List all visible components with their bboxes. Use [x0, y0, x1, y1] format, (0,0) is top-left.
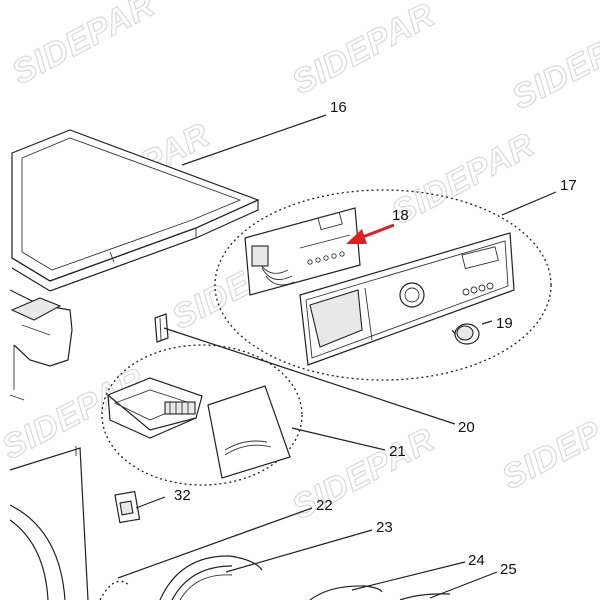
part-24-ring — [309, 585, 383, 600]
part-18-control-board — [244, 207, 361, 296]
highlight-arrow — [346, 223, 395, 244]
part-label-22: 22 — [316, 497, 333, 514]
part-20-clip — [154, 313, 169, 343]
part-label-24: 24 — [468, 552, 485, 569]
watermark: SIDEPAR — [386, 125, 541, 232]
part-17-group-outline — [214, 189, 552, 381]
part-25-ring — [399, 593, 451, 600]
part-label-32: 32 — [174, 487, 191, 504]
leader-lines — [117, 114, 557, 599]
part-label-20: 20 — [458, 419, 475, 436]
part-label-23: 23 — [376, 519, 393, 536]
part-16-top-cover — [11, 129, 260, 292]
watermark: SIDEPAR — [286, 0, 441, 102]
part-19-knob — [451, 323, 480, 345]
part-23-door-seal — [159, 555, 263, 600]
part-label-18: 18 — [392, 207, 409, 224]
watermark: SIDEPAR — [6, 0, 161, 92]
part-32-connector — [114, 490, 141, 524]
part-label-17: 17 — [560, 177, 577, 194]
part-21-group-outline — [101, 344, 303, 486]
part-label-21: 21 — [389, 443, 406, 460]
part-label-16: 16 — [330, 99, 347, 116]
part-17-control-panel — [299, 232, 515, 366]
part-labels: 16 17 18 19 20 21 22 23 24 25 32 — [174, 99, 577, 578]
part-21-dispenser-drawer — [106, 377, 291, 479]
watermark: SIDEPAR — [506, 10, 600, 117]
part-label-25: 25 — [500, 561, 517, 578]
door-ring-fragment — [9, 504, 131, 600]
cabinet-left-fragment — [9, 289, 89, 600]
watermark: SIDEPAR — [286, 420, 441, 527]
watermark: SIDEPAR — [496, 390, 600, 497]
part-label-19: 19 — [496, 315, 513, 332]
